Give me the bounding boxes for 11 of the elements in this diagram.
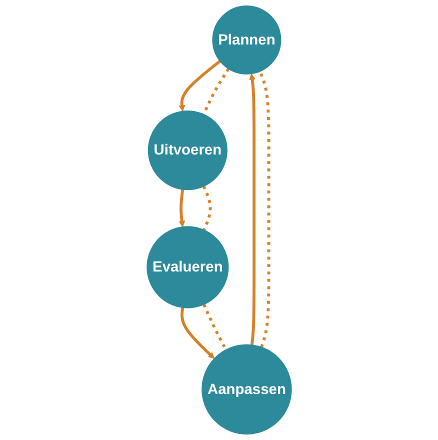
arrow — [178, 60, 221, 112]
connector — [202, 304, 227, 350]
node-circle: Uitvoeren — [148, 110, 228, 190]
node-circle: Aanpassen — [201, 344, 292, 434]
arrow — [180, 307, 214, 359]
node-circle: Plannen — [212, 6, 281, 74]
arrow — [178, 189, 185, 228]
node-circle: Evalueren — [146, 226, 228, 308]
arrow — [248, 74, 256, 346]
connector — [202, 186, 212, 231]
connector — [258, 70, 270, 348]
